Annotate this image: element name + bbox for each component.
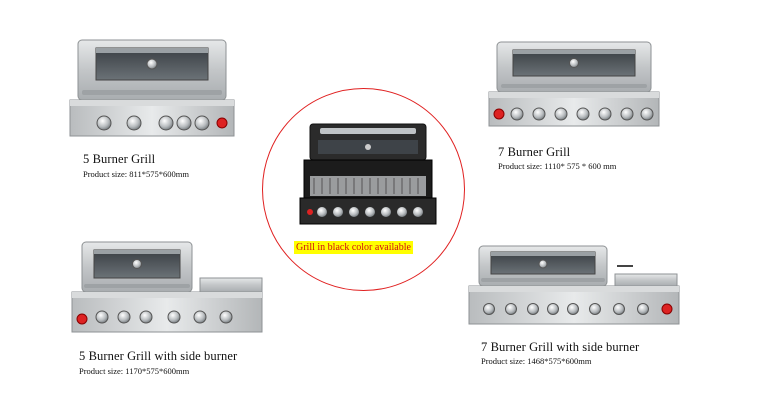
- product-size: Product size: 1468*575*600mm: [481, 356, 592, 366]
- product-size: Product size: 1170*575*600mm: [79, 366, 190, 376]
- grill-image-5-burner: [68, 38, 236, 138]
- product-title: 7 Burner Grill: [498, 145, 571, 159]
- product-size: Product size: 1110* 575 * 600 mm: [498, 161, 617, 171]
- grill-image-7-burner: [487, 40, 661, 130]
- black-variant-circle: [262, 88, 465, 291]
- product-size: Product size: 811*575*600mm: [83, 169, 189, 179]
- black-color-note: Grill in black color available: [294, 241, 413, 254]
- grill-image-black: [298, 122, 438, 226]
- product-title: 7 Burner Grill with side burner: [481, 340, 640, 354]
- grill-image-7-burner-side: [467, 244, 683, 328]
- product-title: 5 Burner Grill with side burner: [79, 349, 238, 363]
- grill-image-5-burner-side: [70, 240, 266, 336]
- product-title: 5 Burner Grill: [83, 152, 156, 166]
